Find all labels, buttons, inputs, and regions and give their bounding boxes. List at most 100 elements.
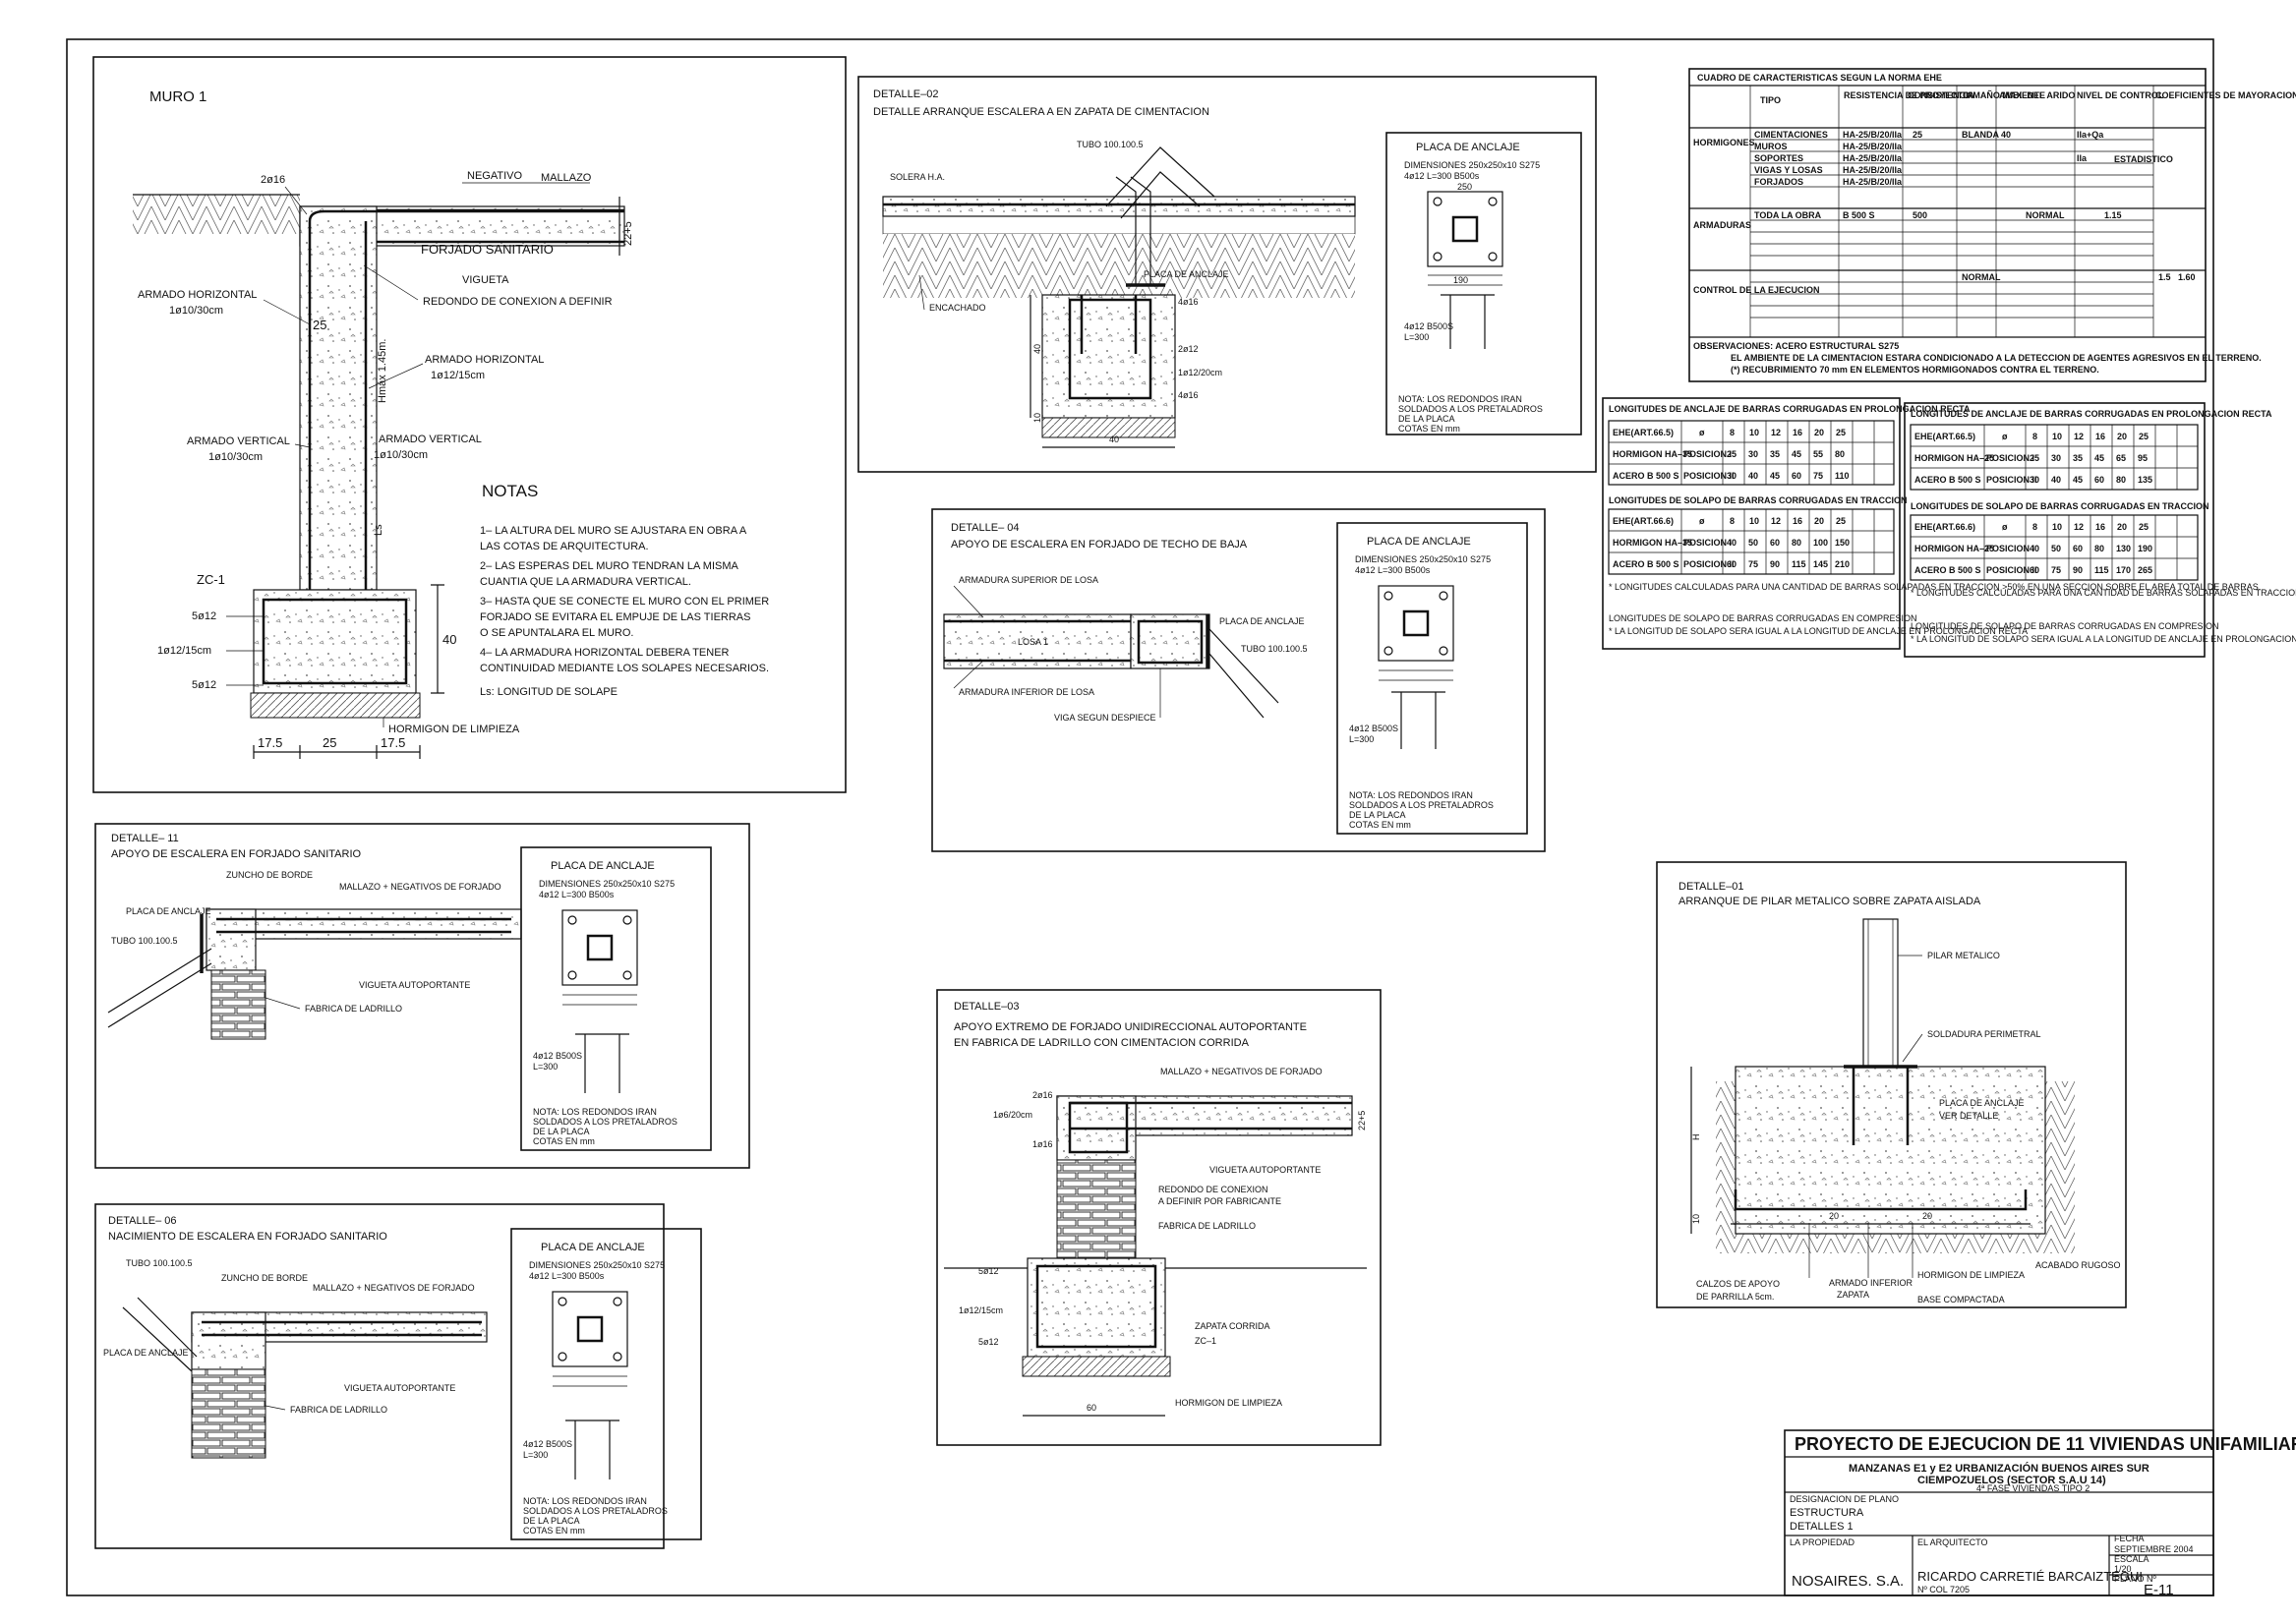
detalle-04-label-viga: VIGA SEGUN DESPIECE — [1054, 713, 1156, 723]
tabla-der-n3: * LA LONGITUD DE SOLAPO SERA IGUAL A LA … — [1911, 634, 2296, 644]
detalle-06-label-vigueta: VIGUETA AUTOPORTANTE — [344, 1383, 455, 1393]
tabla-der-r1-0-7: 95 — [2138, 453, 2148, 463]
tabla-izq-r2-1-1: POSICION II — [1683, 559, 1735, 569]
cuadro-r1-2: HA-25/B/20/IIa — [1843, 142, 1903, 151]
detalle-03-label-zc1: ZC–1 — [1195, 1336, 1216, 1346]
tabla-der-r2-0-0: HORMIGON HA–25 — [1914, 544, 1994, 553]
title-block-arq-label: EL ARQUITECTO — [1917, 1537, 1988, 1547]
placa-4-dim1: DIMENSIONES 250x250x10 S275 — [529, 1260, 665, 1270]
detalle-04-title: DETALLE– 04 — [951, 522, 1020, 534]
title-block-promotor: NOSAIRES. S.A. — [1792, 1573, 1904, 1590]
tabla-izq-r1-0-0: HORMIGON HA–35 — [1613, 449, 1692, 459]
detalle-11: DETALLE– 11 APOYO DE ESCALERA EN FORJADO… — [94, 823, 750, 1169]
tabla-der-r2-1-5: 115 — [2094, 565, 2109, 575]
muro-1-label-5o12a: 5ø12 — [192, 610, 216, 622]
detalle-02-label-solera: SOLERA H.A. — [890, 172, 945, 182]
tabla-izq-r2-0-5: 80 — [1792, 538, 1801, 548]
nota-3: 3– HASTA QUE SE CONECTE EL MURO CON EL P… — [480, 596, 769, 608]
tabla-izq-r1-0-5: 45 — [1792, 449, 1801, 459]
placa-3-dim1: DIMENSIONES 250x250x10 S275 — [539, 879, 675, 889]
cuadro-r2-1: SOPORTES — [1754, 153, 1803, 163]
detalle-01-label-armado: ARMADO INFERIOR — [1829, 1278, 1913, 1288]
tabla-der-r2-0-3: 50 — [2051, 544, 2061, 553]
cuadro-r3-2: HA-25/B/20/IIa — [1843, 165, 1903, 175]
cuadro-ejec-1: NORMAL — [1962, 272, 2001, 282]
tabla-izq-r1-1-1: POSICION II — [1683, 471, 1735, 481]
tabla-der-h2-0: EHE(ART.66.6) — [1914, 522, 1975, 532]
tabla-izq-r2-1-4: 90 — [1770, 559, 1780, 569]
tabla-izq-r2-0-7: 150 — [1835, 538, 1850, 548]
tabla-izq-h1-6: 20 — [1814, 428, 1824, 437]
detalle-01-frame — [1656, 861, 2127, 1308]
detalle-06-label-zuncho: ZUNCHO DE BORDE — [221, 1273, 308, 1283]
detalle-03-label-mallazo: MALLAZO + NEGATIVOS DE FORJADO — [1160, 1067, 1323, 1076]
muro-1-label-ah1: ARMADO HORIZONTAL — [138, 289, 257, 301]
muro-1-label-zc1: ZC-1 — [197, 572, 225, 587]
tabla-izq-t2: LONGITUDES DE SOLAPO DE BARRAS CORRUGADA… — [1609, 495, 1908, 505]
detalle-04-label-losa: LOSA 1 — [1018, 637, 1048, 647]
tabla-der-h1-2: 8 — [2032, 432, 2037, 441]
tabla-der-r2-1-4: 90 — [2073, 565, 2083, 575]
tabla-izq-r1-0-4: 35 — [1770, 449, 1780, 459]
tabla-izq-h2-6: 20 — [1814, 516, 1824, 526]
detalle-01-title: DETALLE–01 — [1678, 881, 1743, 893]
tabla-izq-r1-0-2: 25 — [1727, 449, 1737, 459]
cuadro-h-control: NIVEL DE CONTROL — [2077, 90, 2164, 100]
cuadro-r0-5: 40 — [2001, 130, 2011, 140]
muro-1-label-1o12: 1ø12/15cm — [157, 645, 211, 657]
placa-anclaje-2: PLACA DE ANCLAJE DIMENSIONES 250x250x10 … — [1336, 522, 1528, 835]
tabla-der-h1-4: 12 — [2074, 432, 2084, 441]
detalle-03-label-vigueta: VIGUETA AUTOPORTANTE — [1209, 1165, 1321, 1175]
placa-3-bar2: L=300 — [533, 1062, 558, 1072]
muro-1-label-av2b: 1ø10/30cm — [374, 449, 428, 461]
cuadro-ejec-2: 1.5 — [2158, 272, 2171, 282]
detalle-01-label-base: BASE COMPACTADA — [1917, 1295, 2005, 1304]
tabla-izq-r2-0-3: 50 — [1748, 538, 1758, 548]
tabla-izq-r2-0-2: 40 — [1727, 538, 1737, 548]
cuadro-acero-1: TODA LA OBRA — [1754, 210, 1822, 220]
nota-ls: Ls: LONGITUD DE SOLAPE — [480, 686, 618, 698]
tabla-izq-r1-0-1: POSICION I — [1683, 449, 1732, 459]
detalle-04-label-inf: ARMADURA INFERIOR DE LOSA — [959, 687, 1094, 697]
title-block-escala-label: ESCALA — [2114, 1554, 2149, 1564]
cuadro-r0-4: BLANDA — [1962, 130, 1999, 140]
title-block-plano1: ESTRUCTURA — [1790, 1507, 1864, 1519]
detalle-01-label-zapata: ZAPATA — [1837, 1290, 1869, 1300]
title-block-plano-n-label: PLANO Nº — [2114, 1574, 2157, 1584]
placa-3-title: PLACA DE ANCLAJE — [551, 860, 655, 872]
muro-1-label-hormigon: HORMIGON DE LIMPIEZA — [388, 724, 520, 735]
cuadro-acero-0: ARMADURAS — [1693, 220, 1751, 230]
detalle-02-dim-40h: 40 — [1109, 435, 1119, 444]
placa-1-bar1: 4ø12 B500S — [1404, 321, 1453, 331]
muro-1-label-av1b: 1ø10/30cm — [208, 451, 263, 463]
tabla-izq-r2-1-7: 210 — [1835, 559, 1850, 569]
detalle-06-title: DETALLE– 06 — [108, 1215, 177, 1227]
detalle-11-label-mallazo: MALLAZO + NEGATIVOS DE FORJADO — [339, 882, 501, 892]
detalle-06-label-placa: PLACA DE ANCLAJE — [103, 1348, 189, 1358]
tabla-der-t1: LONGITUDES DE ANCLAJE DE BARRAS CORRUGAD… — [1911, 409, 2272, 419]
tabla-der-r1-0-4: 35 — [2073, 453, 2083, 463]
tabla-der-t2: LONGITUDES DE SOLAPO DE BARRAS CORRUGADA… — [1911, 501, 2209, 511]
detalle-06-label-fabrica: FABRICA DE LADRILLO — [290, 1405, 387, 1415]
cuadro-r0-2: HA-25/B/20/IIa — [1843, 130, 1903, 140]
tabla-izq-r1-0-3: 30 — [1748, 449, 1758, 459]
tabla-izq-r1-1-7: 110 — [1835, 471, 1850, 481]
detalle-03-label-fabrica: FABRICA DE LADRILLO — [1158, 1221, 1256, 1231]
detalle-11-label-placa: PLACA DE ANCLAJE — [126, 906, 211, 916]
detalle-02-label-placa: PLACA DE ANCLAJE — [1144, 269, 1229, 279]
detalle-03-label-2o16: 2ø16 — [1032, 1090, 1053, 1100]
cuadro-h-consist: CONSISTENCIA — [1908, 90, 1975, 100]
detalle-03-label-zapata: ZAPATA CORRIDA — [1195, 1321, 1270, 1331]
tabla-der-r2-1-6: 170 — [2116, 565, 2131, 575]
tabla-der-r2-1-0: ACERO B 500 S — [1914, 565, 1981, 575]
detalle-03-label-5o12a: 5ø12 — [978, 1266, 999, 1276]
cuadro-r4-2: HA-25/B/20/IIa — [1843, 177, 1903, 187]
tabla-der-h2-3: 10 — [2052, 522, 2062, 532]
tabla-der-h1-6: 20 — [2117, 432, 2127, 441]
tabla-der-r1-1-6: 80 — [2116, 475, 2126, 485]
muro-1-label-forjado: FORJADO SANITARIO — [421, 242, 554, 257]
tabla-izq-h2-3: 10 — [1749, 516, 1759, 526]
detalle-02: DETALLE–02 DETALLE ARRANQUE ESCALERA A E… — [857, 76, 1597, 473]
tabla-izq-r1-1-4: 45 — [1770, 471, 1780, 481]
